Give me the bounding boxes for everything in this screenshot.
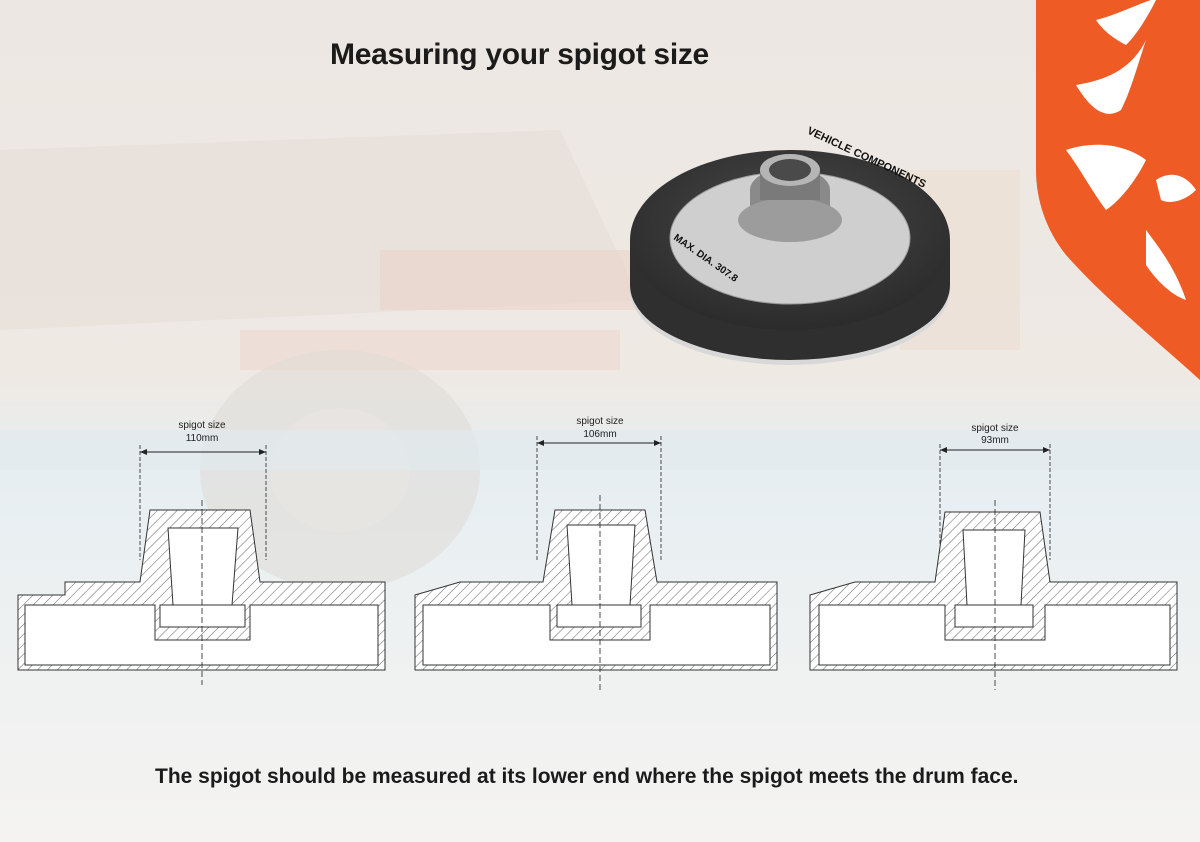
section-drawing-93mm: spigot size 93mm — [809, 423, 1178, 690]
measurement-caption: The spigot should be measured at its low… — [155, 765, 1019, 788]
section-drawing-110mm: spigot size 110mm — [17, 420, 386, 685]
spigot-size-label-1: spigot size — [178, 420, 226, 431]
spigot-size-label-3: spigot size — [971, 423, 1019, 434]
page-title: Measuring your spigot size — [330, 38, 709, 71]
spigot-size-value-3: 93mm — [981, 435, 1009, 446]
spigot-size-value-1: 110mm — [186, 433, 219, 444]
section-drawing-106mm: spigot size 106mm — [414, 416, 778, 690]
spigot-size-label-2: spigot size — [576, 416, 624, 427]
stag-head-logo — [1036, 0, 1200, 380]
brake-drum-image: VEHICLE COMPONENTS MAX. DIA. 307.8 — [630, 125, 950, 365]
spigot-size-value-2: 106mm — [583, 429, 616, 440]
